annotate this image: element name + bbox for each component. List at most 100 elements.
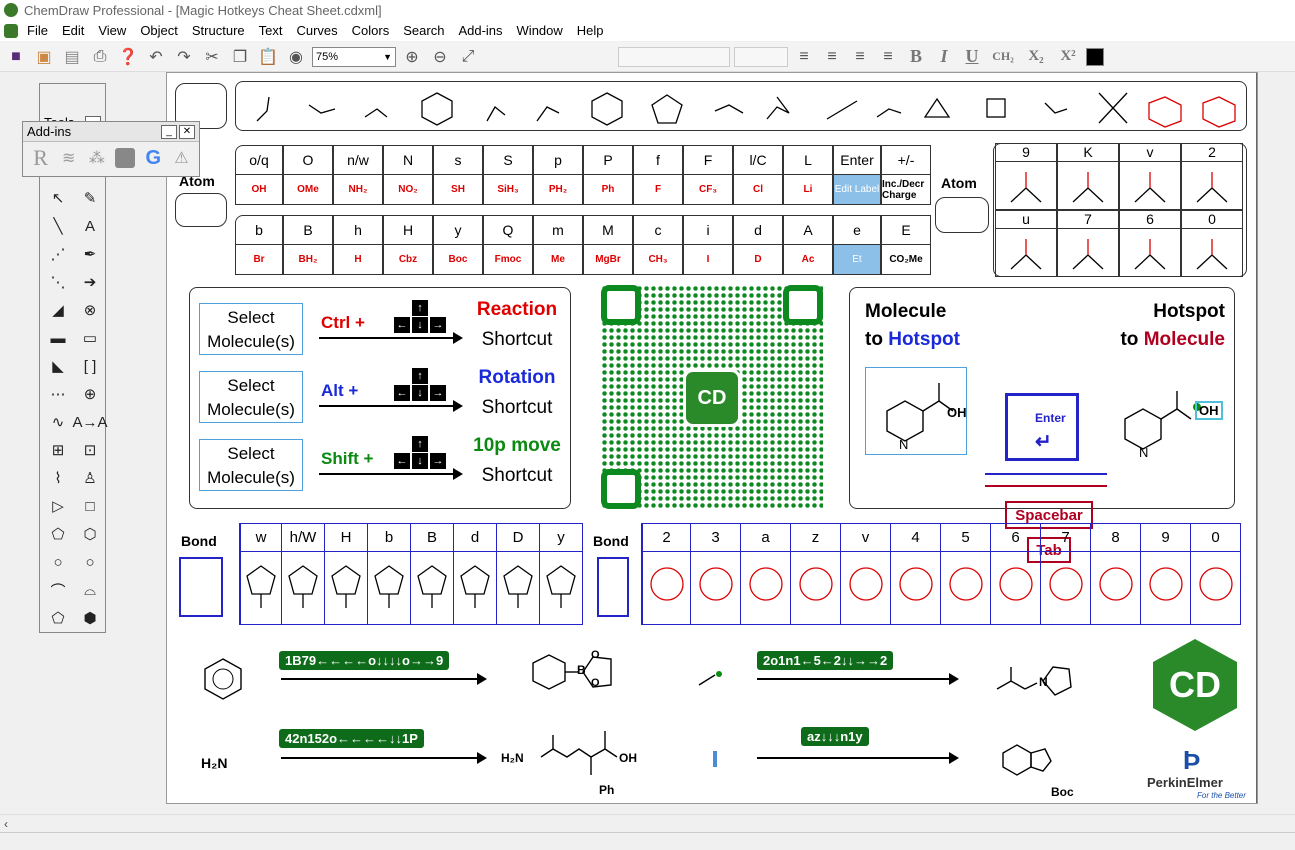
hotkey-key: H [383,215,433,245]
stamp-icon[interactable]: ♙ [83,470,97,487]
justify-icon[interactable]: ≡ [883,47,893,65]
menu-view[interactable]: View [98,23,127,38]
benzene-icon[interactable]: ⬢ [83,610,97,627]
superscript-button[interactable]: X² [1060,48,1076,64]
table-icon[interactable]: ⊞ [51,442,65,459]
hotkey-value: Edit Label [833,175,881,205]
menu-window[interactable]: Window [516,23,563,38]
menu-object[interactable]: Object [140,23,178,38]
italic-icon[interactable]: I [940,46,948,66]
canvas-shadow [1256,73,1257,803]
orbital-icon[interactable]: ⊗ [83,302,97,319]
horizontal-scrollbar[interactable]: ‹ [0,814,1295,832]
open-icon[interactable]: ▣ [36,48,52,66]
menu-file[interactable]: File [27,23,48,38]
atom-tool-button-right[interactable] [935,197,989,233]
hash-wedge-icon[interactable]: ⋯ [50,386,66,403]
bold-icon[interactable]: B [909,46,922,66]
heptagon-icon[interactable]: ○ [53,553,63,571]
cut-icon[interactable]: ✂ [205,48,219,66]
rectangle-icon[interactable]: ▭ [82,330,98,347]
color-swatch[interactable] [1086,47,1104,66]
align-right-icon[interactable]: ≡ [855,47,865,65]
zoom-out-icon[interactable]: ⊖ [433,48,447,66]
pentagon-icon[interactable]: ⬠ [51,526,65,543]
print-icon[interactable]: ⎙ [93,47,107,65]
gray-square-icon[interactable] [114,147,137,169]
menu-search[interactable]: Search [403,23,445,38]
subscript-button[interactable]: X₂ [1028,48,1044,64]
reaction-arrow-4 [757,752,959,764]
pen-icon[interactable]: ✒ [83,246,97,263]
arrow-icon[interactable]: ➔ [83,274,97,291]
menu-structure[interactable]: Structure [191,23,245,38]
underline-icon[interactable]: U [965,46,979,66]
font-family-select[interactable] [618,46,730,67]
wavy-bond-icon[interactable]: ∿ [51,414,65,431]
menu-colors[interactable]: Colors [351,23,390,38]
wedge-bond-icon[interactable]: ◢ [52,302,64,319]
dash-bond-icon[interactable]: ⋰ [50,246,66,263]
menu-add-ins[interactable]: Add-ins [458,23,503,38]
bond-tool-box-2[interactable] [597,557,629,617]
select-icon[interactable]: ↖ [51,190,65,207]
chair-icon[interactable]: ⌒ [50,582,66,600]
bold-bond-icon[interactable]: ▬ [50,329,66,347]
google-icon[interactable]: G [145,146,162,169]
chain-icon[interactable]: ⌇ [54,470,62,487]
oh-hotspot-label: OH [1195,401,1223,420]
paste-icon[interactable]: 📋 [258,48,278,66]
reaxys-icon[interactable]: R [33,145,48,170]
close-icon[interactable]: ✕ [179,124,195,139]
undo-icon[interactable]: ↶ [149,48,163,66]
hash-bond-icon[interactable]: ⋱ [50,274,66,291]
warning-icon[interactable]: ⚠ [174,150,189,167]
zoom-in-icon[interactable]: ⊕ [405,48,419,66]
font-size-select[interactable] [734,46,788,67]
scroll-left-icon[interactable]: ‹ [4,816,8,831]
bond-tool-button[interactable] [175,83,227,129]
eraser-icon[interactable]: ✎ [83,190,97,207]
show-icon[interactable]: ◉ [289,48,303,66]
bracket-icon[interactable]: [ ] [83,357,97,375]
wedge-bold-icon[interactable]: ◣ [52,358,64,375]
hotkey-key: +/- [881,145,931,175]
menu-edit[interactable]: Edit [61,23,85,38]
bond-icon[interactable]: ╲ [53,218,63,235]
boat-icon[interactable]: ⌓ [84,581,96,599]
text-icon[interactable]: A [84,217,95,235]
triangle-icon[interactable]: ▷ [52,498,64,515]
layers-icon[interactable]: ≋ [62,150,76,167]
redo-icon[interactable]: ↷ [177,48,191,66]
copy-icon[interactable]: ❐ [232,48,248,66]
to-word: to [865,329,883,350]
document-icon[interactable] [4,23,18,38]
new-document-icon[interactable]: ■ [11,47,21,65]
cyclopentadiene-icon[interactable]: ⬠ [51,610,65,627]
template-icon[interactable]: ⊡ [83,442,97,459]
menu-text[interactable]: Text [258,23,283,38]
hexagon-icon[interactable]: ⬡ [83,526,97,543]
bond-tool-box[interactable] [179,557,223,617]
square-icon[interactable]: □ [85,497,95,515]
mapping-icon[interactable]: A→A [72,413,108,431]
octagon-icon[interactable]: ○ [85,553,95,571]
align-center-icon[interactable]: ≡ [827,47,837,65]
dots-icon[interactable]: ⁂ [88,150,105,167]
atom-tool-button-left[interactable] [175,193,227,227]
save-icon[interactable]: ▤ [64,48,80,66]
minimize-icon[interactable]: _ [161,124,177,139]
zoom-select[interactable]: 75% ▼ [312,46,396,67]
menu-curves[interactable]: Curves [296,23,338,38]
formula-button[interactable]: CH₂ [992,49,1014,63]
align-left-icon[interactable]: ≡ [799,47,809,65]
charge-icon[interactable]: ⊕ [83,386,97,403]
zoom-fit-icon[interactable]: ⤢ [461,47,475,65]
help-icon[interactable]: ❓ [118,48,138,66]
menu-help[interactable]: Help [576,23,604,38]
